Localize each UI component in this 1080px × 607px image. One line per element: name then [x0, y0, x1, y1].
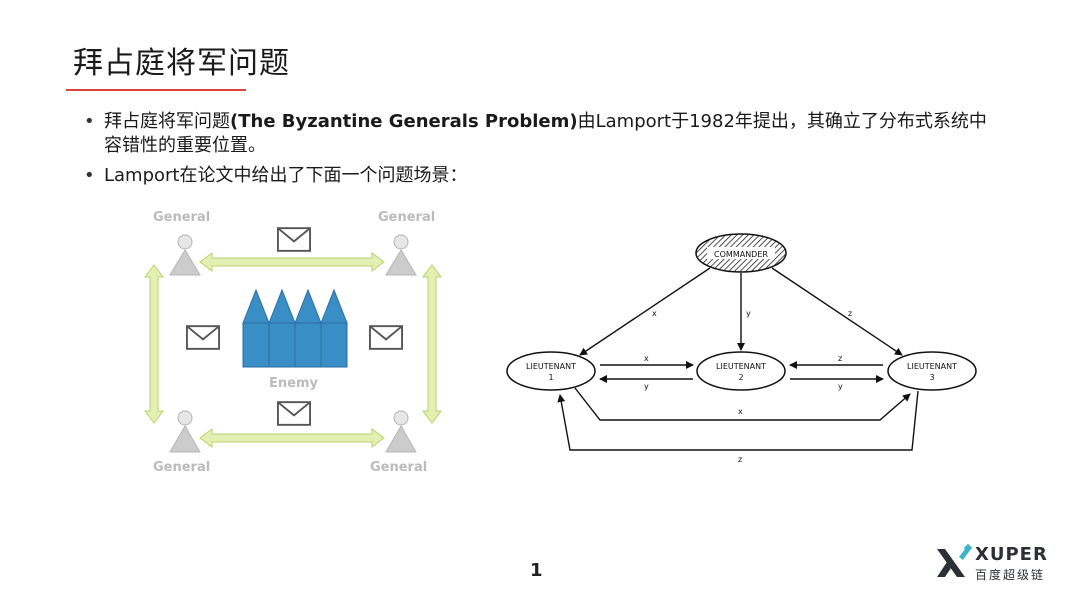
- edge-commander-l1: [579, 267, 711, 356]
- edge-label-l1-l3: x: [738, 407, 743, 416]
- lieutenant-1-node: [506, 351, 596, 391]
- title-underline: [66, 89, 246, 91]
- general-label-bottom-left: General: [153, 460, 210, 475]
- envelope-icon: [369, 325, 403, 350]
- page-number: 1: [530, 560, 543, 581]
- edge-label-l3-l2: z: [838, 354, 842, 363]
- envelope-icon: [277, 227, 311, 252]
- lieutenant-2-label: LIEUTENANT: [716, 362, 766, 371]
- envelope-icon: [277, 401, 311, 426]
- generals-diagram: General General General General: [144, 210, 442, 475]
- xuper-logo-icon: [937, 543, 973, 577]
- enemy-label: Enemy: [269, 376, 318, 391]
- commander-label: COMMANDER: [714, 250, 768, 259]
- person-icon: [385, 234, 417, 276]
- edge-label-cmd-l2: y: [746, 309, 751, 318]
- bullet-dot: •: [84, 165, 95, 186]
- page-title: 拜占庭将军问题: [73, 46, 290, 81]
- double-arrow-bottom: [199, 428, 385, 448]
- edge-label-cmd-l3: z: [848, 309, 852, 318]
- edge-label-l2-l1: y: [644, 382, 649, 391]
- person-icon: [169, 410, 201, 453]
- bullet-list: • 拜占庭将军问题(The Byzantine Generals Problem…: [80, 110, 1000, 194]
- bullet-1-bold: (The Byzantine Generals Problem): [230, 111, 578, 132]
- general-label-bottom-right: General: [370, 460, 427, 475]
- double-arrow-left: [144, 264, 164, 424]
- edge-label-l3-l1: z: [738, 455, 742, 464]
- double-arrow-right: [422, 264, 442, 424]
- general-label-top-left: General: [153, 210, 210, 225]
- lieutenant-3-number: 3: [929, 373, 934, 382]
- lieutenant-2-number: 2: [738, 373, 743, 382]
- envelope-icon: [186, 325, 220, 350]
- bullet-1-suffix: 由Lamport于1982年提出，其确立了分布式系统中容错性的重要位置。: [104, 111, 987, 156]
- lieutenant-1-label: LIEUTENANT: [526, 362, 576, 371]
- edge-l1-l3: [574, 387, 911, 421]
- lieutenant-3-label: LIEUTENANT: [907, 362, 957, 371]
- logo-brand: XUPER: [975, 544, 1048, 565]
- logo-subtitle: 百度超级链: [975, 568, 1046, 582]
- bullet-dot: •: [84, 111, 95, 132]
- edge-label-l1-l2: x: [644, 354, 649, 363]
- castle-icon: [242, 288, 348, 368]
- lieutenant-2-node: [696, 351, 786, 391]
- bullet-item-2: • Lamport在论文中给出了下面一个问题场景：: [80, 164, 1000, 188]
- bullet-2-text: Lamport在论文中给出了下面一个问题场景：: [104, 165, 468, 186]
- edge-label-l2-l3: y: [838, 382, 843, 391]
- double-arrow-top: [199, 252, 385, 272]
- general-label-top-right: General: [378, 210, 435, 225]
- person-icon: [385, 410, 417, 453]
- commander-lieutenant-diagram: COMMANDER LIEUTENANT 1 LIEUTENANT 2 LIEU…: [506, 233, 977, 464]
- bullet-item-1: • 拜占庭将军问题(The Byzantine Generals Problem…: [80, 110, 1000, 158]
- lieutenant-1-number: 1: [548, 373, 553, 382]
- lieutenant-3-node: [887, 351, 977, 391]
- edge-l3-l1: [557, 390, 919, 451]
- edge-label-cmd-l1: x: [652, 309, 657, 318]
- person-icon: [169, 234, 201, 276]
- edge-commander-l3: [771, 267, 903, 356]
- bullet-1-prefix: 拜占庭将军问题: [104, 111, 230, 132]
